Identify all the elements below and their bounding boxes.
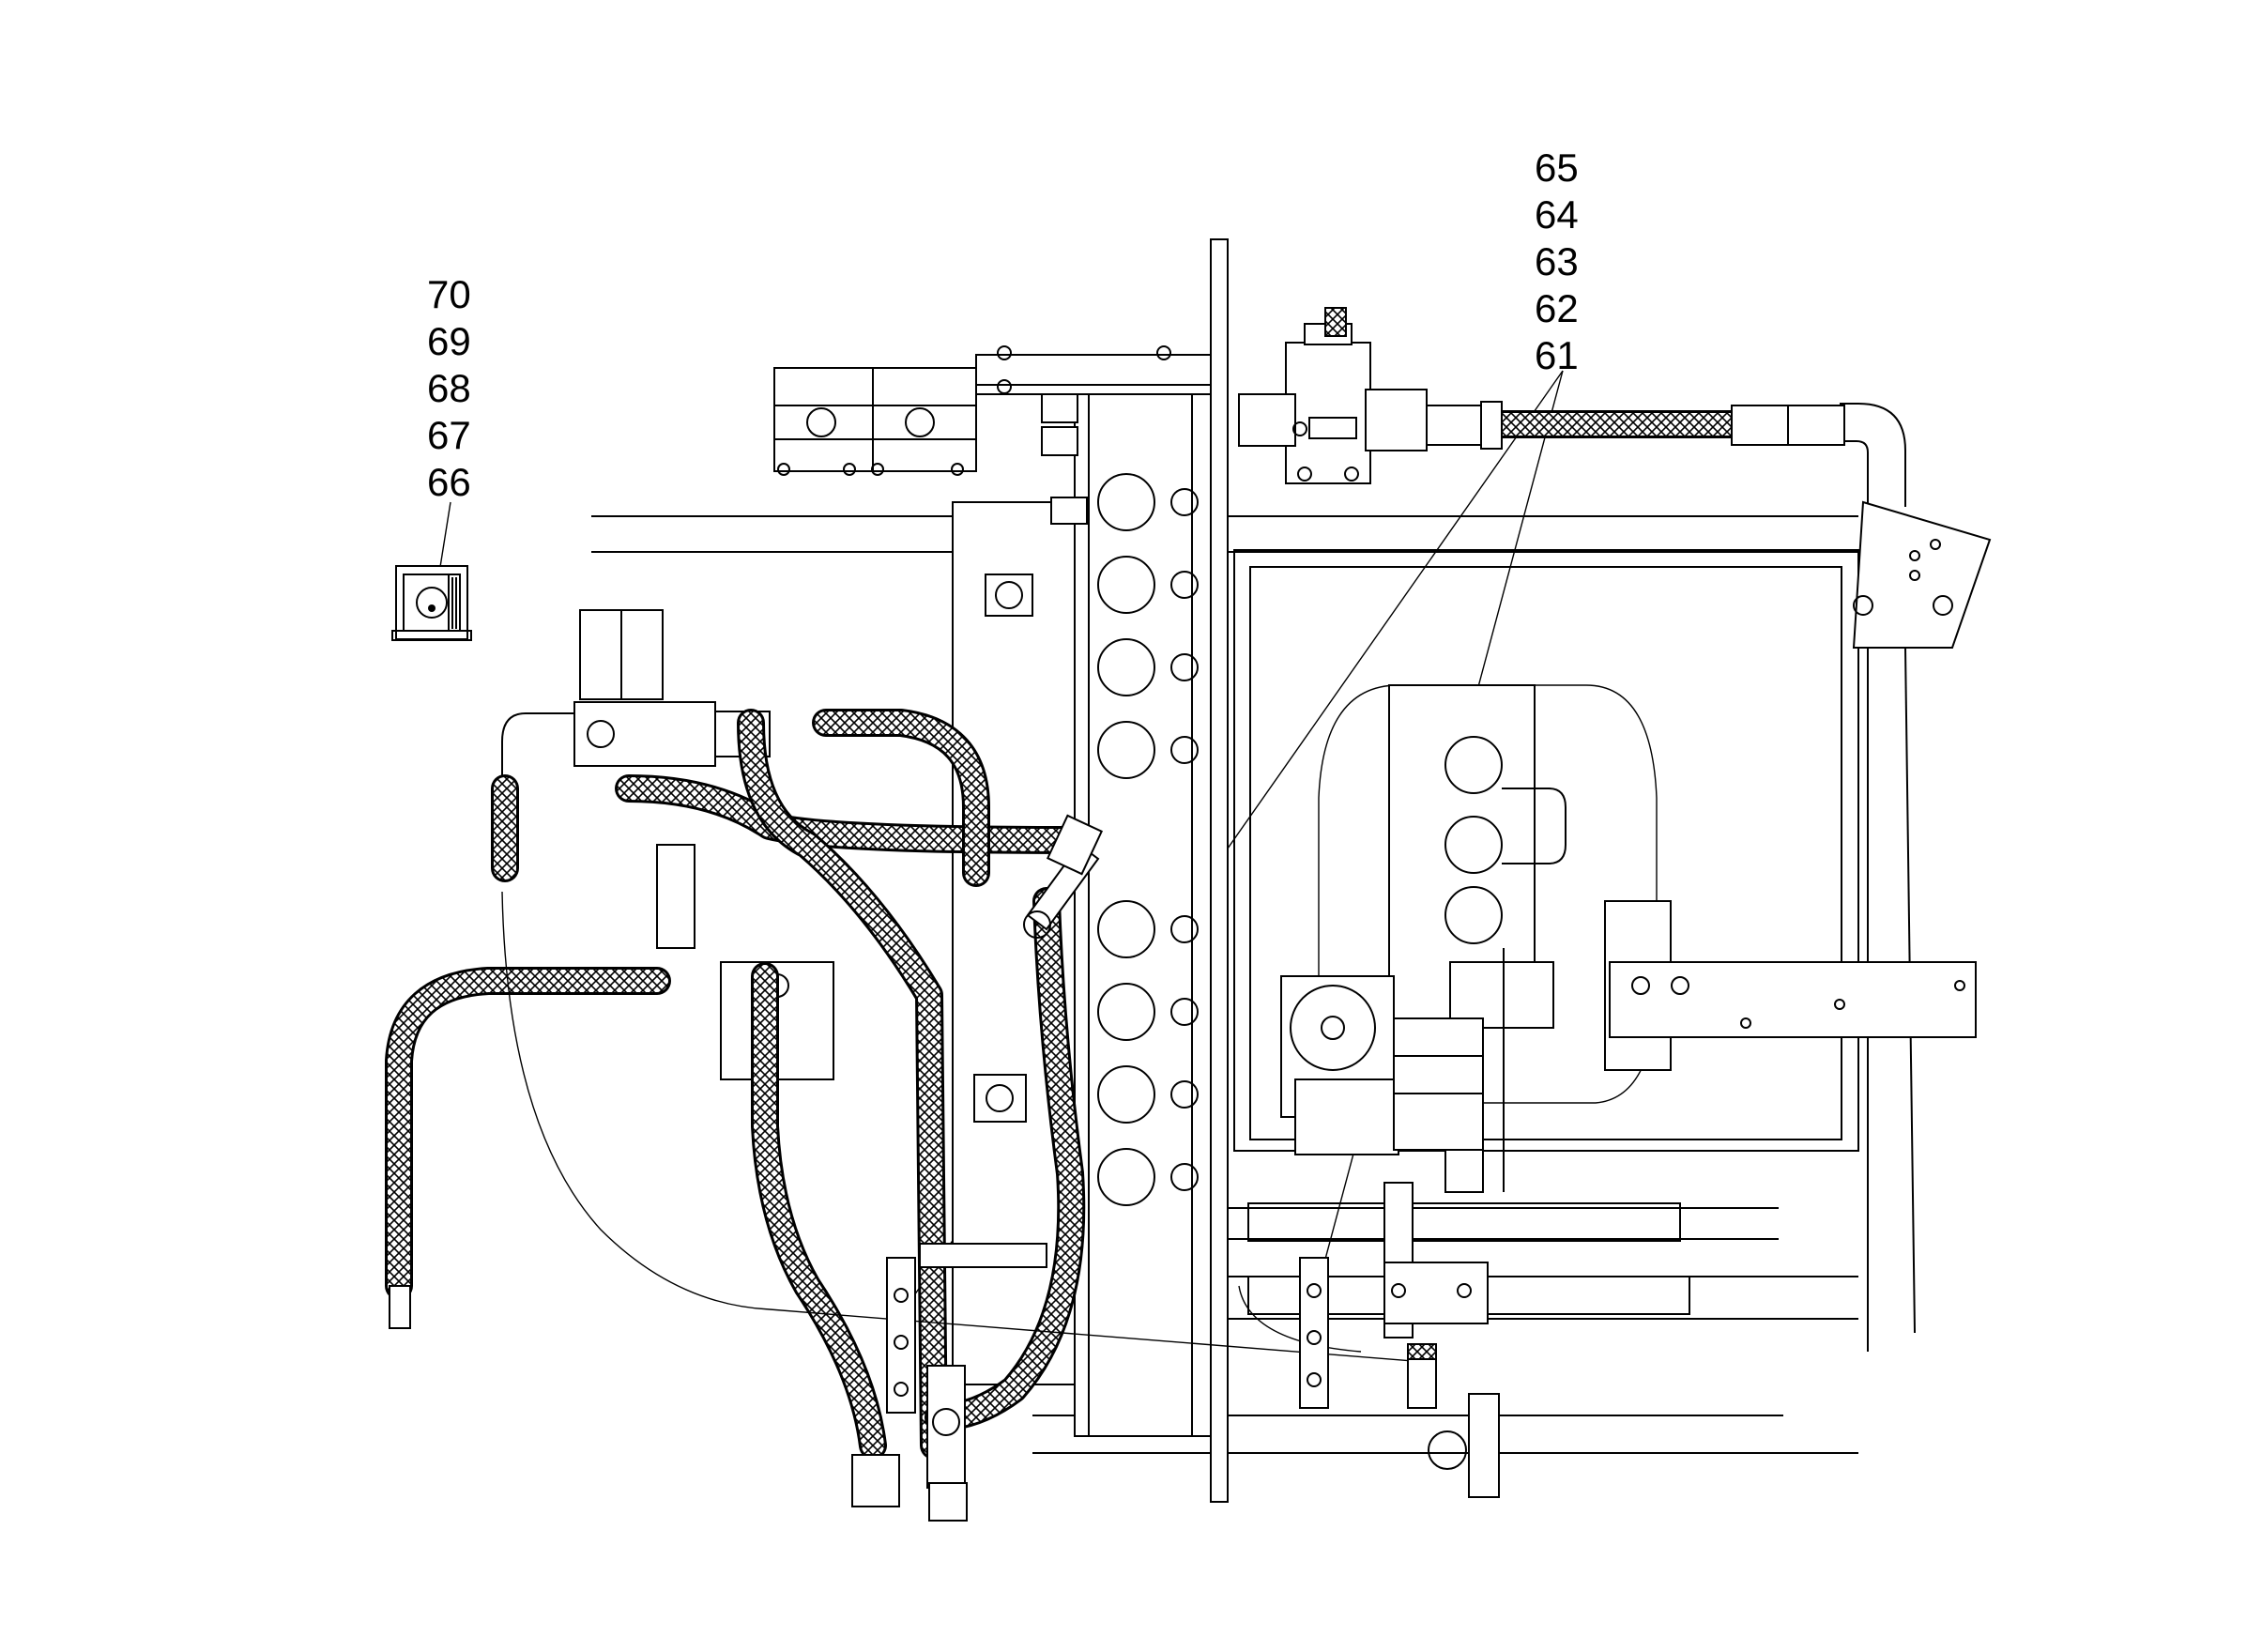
callout-69: 69 (427, 319, 471, 363)
callout-67: 67 (427, 413, 471, 457)
left-manifold (501, 609, 834, 1080)
lower-brackets (886, 1182, 1500, 1498)
callout-group-left: 70 69 68 67 66 (427, 272, 471, 504)
callout-65: 65 (1535, 145, 1579, 190)
hose-right-loop (925, 887, 1086, 1431)
callout-70: 70 (427, 272, 471, 316)
callout-63: 63 (1535, 239, 1579, 283)
diagonal-coupling (1023, 814, 1104, 939)
hose-braided-diagonal (751, 962, 900, 1507)
return-line (501, 891, 1437, 1364)
callout-64: 64 (1535, 192, 1579, 237)
hose-long-left (385, 967, 671, 1329)
bottom-fittings (926, 1365, 968, 1522)
callout-68: 68 (427, 366, 471, 410)
pump-unit (1280, 975, 1484, 1155)
clamp-detail (391, 565, 472, 641)
callout-62: 62 (1535, 286, 1579, 330)
callout-66: 66 (427, 460, 471, 504)
right-return-pipe (1840, 403, 1992, 1352)
callout-group-right: 65 64 63 62 61 (1535, 145, 1579, 377)
top-valve (1238, 307, 1428, 484)
central-plate (1210, 238, 1229, 1503)
valve-bank (952, 393, 1212, 1437)
top-braided-hose (1427, 401, 1845, 450)
callout-61: 61 (1535, 333, 1579, 377)
hose-center-long (737, 709, 948, 1460)
